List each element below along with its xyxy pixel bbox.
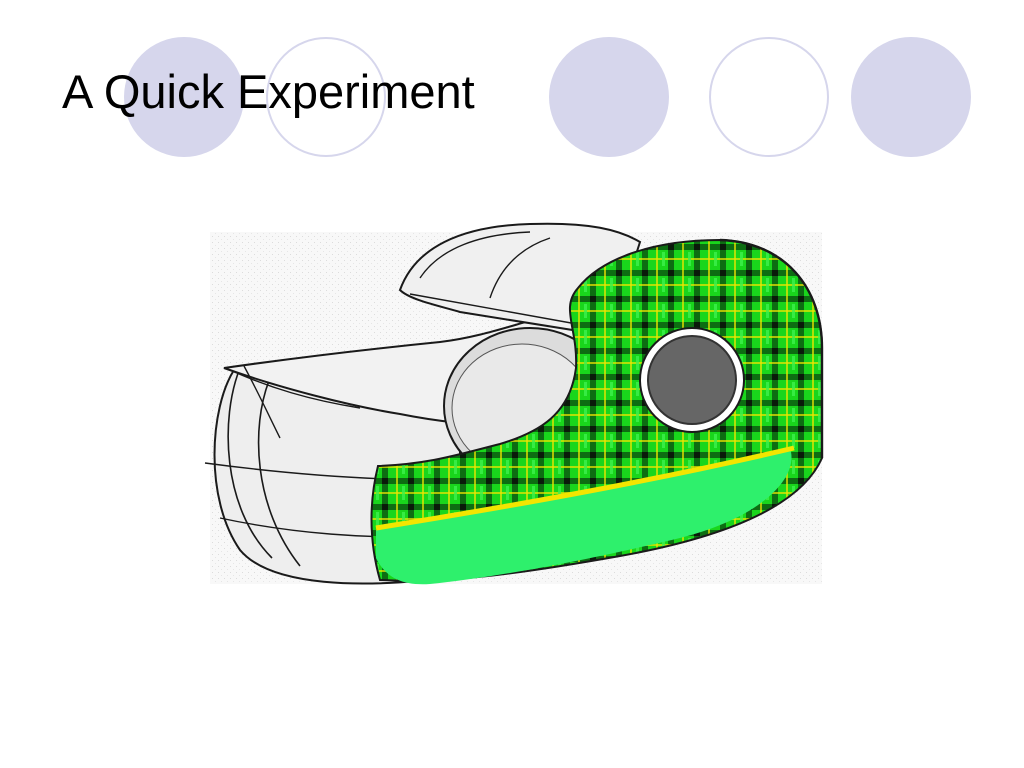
decorative-circle (709, 37, 829, 157)
decorative-circle (124, 37, 244, 157)
slide-title: A Quick Experiment (62, 65, 475, 118)
decorative-circle (549, 37, 669, 157)
decorative-circle (851, 37, 971, 157)
decorative-circle (266, 37, 386, 157)
tape-dispenser-image (204, 222, 824, 585)
